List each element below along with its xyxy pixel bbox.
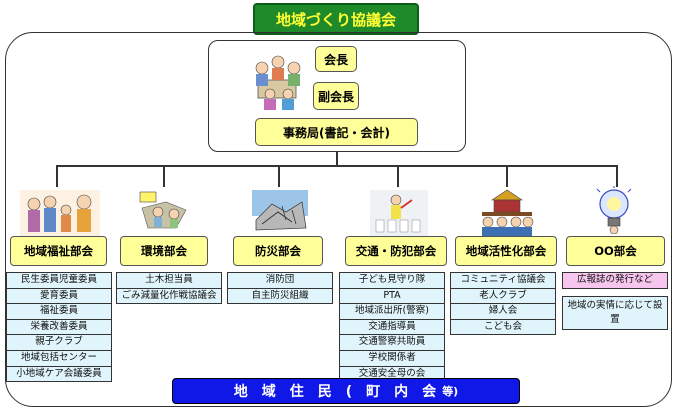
list-item: 地域派出所(警察) bbox=[340, 304, 444, 320]
welfare-member-list: 民生委員児童委員 愛育委員 福祉委員 栄養改善委員 親子クラブ 地域包括センター… bbox=[6, 272, 112, 383]
traffic-member-list: 子ども見守り隊 PTA 地域派出所(警察) 交通指導員 交通警察共助員 学校関係… bbox=[339, 272, 445, 383]
list-item: 交通指導員 bbox=[340, 319, 444, 336]
branch-line bbox=[56, 165, 616, 167]
vice-chair-box: 副会長 bbox=[313, 82, 359, 110]
drop-line-4 bbox=[397, 165, 399, 187]
residents-label: 地域住民(町内会 bbox=[233, 384, 451, 400]
dept-disaster-prevention: 防災部会 bbox=[233, 236, 323, 266]
list-item: 学校関係者 bbox=[340, 350, 444, 367]
list-item: 交通安全母の会 bbox=[340, 366, 444, 382]
festival-mikoshi-illustration bbox=[482, 189, 534, 236]
council-title: 地域づくり協議会 bbox=[253, 3, 419, 35]
revitalization-member-list: コミュニティ協議会 老人クラブ 婦人会 こども会 bbox=[450, 272, 556, 336]
list-item: 土木担当員 bbox=[117, 273, 221, 289]
other-highlight-box: 広報誌の発行など bbox=[562, 272, 668, 289]
dept-environment: 環境部会 bbox=[120, 236, 208, 266]
chair-box: 会長 bbox=[315, 46, 357, 72]
trunk-line bbox=[336, 152, 338, 166]
list-item: 子ども見守り隊 bbox=[340, 273, 444, 289]
dept-community-revitalization: 地域活性化部会 bbox=[455, 236, 557, 266]
other-note-box: 地域の実情に応じて設置 bbox=[562, 296, 668, 330]
list-item: 自主防災組織 bbox=[228, 288, 332, 304]
residents-suffix: 等) bbox=[442, 385, 459, 398]
list-item: 民生委員児童委員 bbox=[7, 273, 111, 289]
list-item: こども会 bbox=[451, 319, 555, 335]
drop-line-3 bbox=[278, 165, 280, 187]
dept-other: OO部会 bbox=[566, 236, 665, 266]
welfare-family-illustration bbox=[20, 190, 100, 236]
crosswalk-guard-illustration bbox=[370, 190, 428, 236]
environment-member-list: 土木担当員 ごみ減量化作戦協議会 bbox=[116, 272, 222, 305]
list-item: 栄養改善委員 bbox=[7, 319, 111, 336]
list-item: 交通警察共助員 bbox=[340, 335, 444, 351]
list-item: 親子クラブ bbox=[7, 335, 111, 351]
meeting-illustration bbox=[255, 55, 301, 110]
local-residents-bar: 地域住民(町内会 等) bbox=[172, 378, 520, 404]
disaster-member-list: 消防団 自主防災組織 bbox=[227, 272, 333, 305]
drop-line-6 bbox=[616, 165, 618, 187]
list-item: コミュニティ協議会 bbox=[451, 273, 555, 289]
list-item: 福祉委員 bbox=[7, 304, 111, 320]
idea-lightbulb-illustration bbox=[596, 186, 632, 234]
drop-line-5 bbox=[506, 165, 508, 187]
secretariat-box: 事務局(書記・会計) bbox=[255, 118, 418, 146]
list-item: 老人クラブ bbox=[451, 288, 555, 305]
drop-line-1 bbox=[56, 165, 58, 187]
collapsed-house-illustration bbox=[252, 190, 308, 231]
newsletter-item: 広報誌の発行など bbox=[563, 273, 667, 288]
list-item: 地域包括センター bbox=[7, 350, 111, 367]
list-item: 小地域ケア会議委員 bbox=[7, 366, 111, 382]
list-item: 愛育委員 bbox=[7, 288, 111, 305]
dept-traffic-crime-prevention: 交通・防犯部会 bbox=[345, 236, 447, 266]
drop-line-2 bbox=[163, 165, 165, 187]
council-frame bbox=[5, 32, 672, 407]
list-item: PTA bbox=[340, 288, 444, 305]
list-item: 婦人会 bbox=[451, 304, 555, 320]
environment-cleanup-illustration bbox=[139, 191, 187, 229]
setup-note: 地域の実情に応じて設置 bbox=[567, 300, 663, 325]
list-item: 消防団 bbox=[228, 273, 332, 289]
dept-community-welfare: 地域福祉部会 bbox=[10, 236, 107, 266]
list-item: ごみ減量化作戦協議会 bbox=[117, 288, 221, 304]
